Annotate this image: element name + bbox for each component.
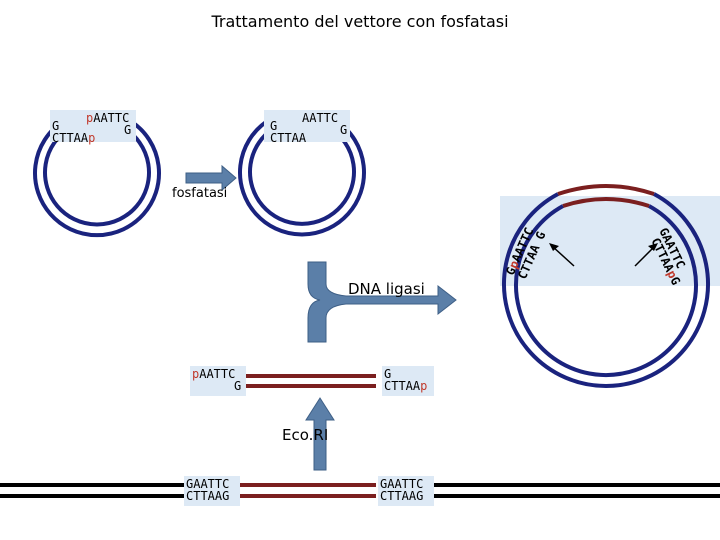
middle-top-sequence: AATTC xyxy=(302,111,339,125)
left-plasmid xyxy=(33,120,161,238)
left-bottom-sequence: CTTAAp xyxy=(52,131,96,145)
middle-bottom-sequence: CTTAA xyxy=(270,131,307,145)
ecori-arrow xyxy=(305,397,335,471)
genomic-left-bottom: CTTAAG xyxy=(186,489,230,503)
insert-left-highlight xyxy=(190,366,246,396)
genomic-right-highlight xyxy=(378,476,434,506)
fosfatasi-label: fosfatasi xyxy=(172,186,228,201)
recombinant-plasmid xyxy=(502,184,710,388)
middle-plasmid xyxy=(238,120,366,237)
ligasi-arrow xyxy=(307,261,457,343)
fosfatasi-arrow xyxy=(185,164,237,192)
page-title: Trattamento del vettore con fosfatasi xyxy=(211,12,509,31)
left-g-label: G xyxy=(52,119,60,133)
insert-fragment xyxy=(244,374,376,388)
left-right-g-label: G xyxy=(124,123,132,137)
genomic-right-top: GAATTC xyxy=(380,477,424,491)
genomic-dna xyxy=(0,483,720,498)
middle-highlight xyxy=(264,110,350,142)
left-highlight xyxy=(50,110,136,142)
insert-left-bottom: G xyxy=(234,379,242,393)
insert-right-top: G xyxy=(384,367,392,381)
ecori-label: Eco.RI xyxy=(282,426,329,444)
middle-right-g-label: G xyxy=(340,123,348,137)
left-top-sequence: pAATTC xyxy=(86,111,130,125)
middle-g-label: G xyxy=(270,119,278,133)
genomic-left-top: GAATTC xyxy=(186,477,230,491)
genomic-left-highlight xyxy=(184,476,240,506)
insert-right-highlight xyxy=(382,366,434,396)
genomic-right-bottom: CTTAAG xyxy=(380,489,424,503)
insert-right-bottom: CTTAAp xyxy=(384,379,428,393)
ligase-label: DNA ligasi xyxy=(348,280,425,298)
insert-left-top: pAATTC xyxy=(192,367,236,381)
